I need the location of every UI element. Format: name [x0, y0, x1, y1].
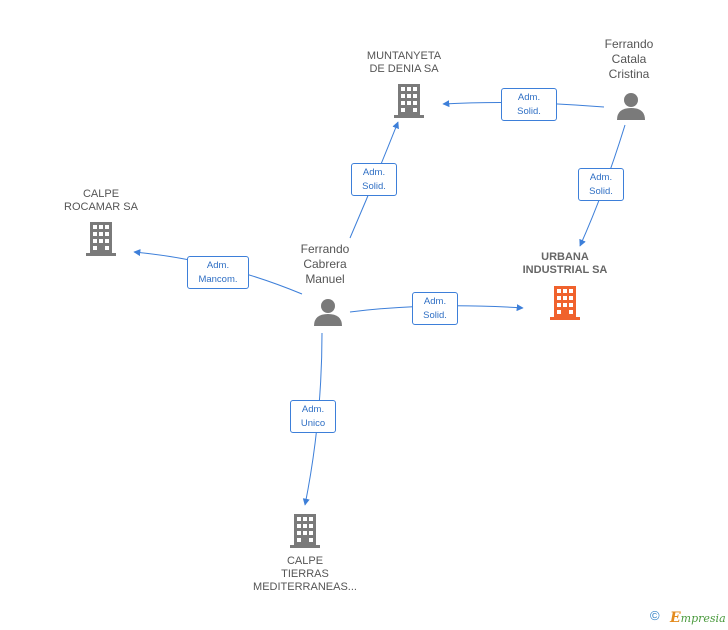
- label-line: MEDITERRANEAS...: [253, 581, 357, 593]
- brand-logo[interactable]: Empresia: [670, 610, 726, 626]
- edge-label-cabrera-rocamar[interactable]: Adm. Mancom.: [187, 256, 249, 289]
- label-line: TIERRAS: [281, 568, 329, 580]
- label-line: URBANA: [541, 251, 589, 263]
- label-line: Ferrando: [300, 242, 350, 256]
- label-line: DE DENIA SA: [369, 63, 439, 75]
- building-icon[interactable]: [394, 84, 424, 118]
- node-label-ferrando-catala[interactable]: Ferrando Catala Cristina: [579, 37, 679, 82]
- label-line: ROCAMAR SA: [64, 201, 138, 213]
- edge-label-line: Unico: [300, 418, 326, 429]
- edge-label-line: Mancom.: [198, 274, 238, 285]
- label-line: CALPE: [82, 188, 120, 200]
- edge-label-line: Adm.: [423, 296, 447, 307]
- person-icon[interactable]: [313, 297, 343, 327]
- copyright-symbol: ©: [650, 608, 660, 623]
- label-line: Catala: [611, 52, 647, 66]
- node-label-ferrando-cabrera[interactable]: Ferrando Cabrera Manuel: [275, 242, 375, 287]
- building-icon[interactable]: [86, 222, 116, 256]
- label-line: CALPE: [286, 555, 324, 567]
- person-icon[interactable]: [616, 91, 646, 121]
- edge-label-line: Solid.: [362, 181, 386, 192]
- edge-label-cabrera-tierras[interactable]: Adm. Unico: [290, 400, 336, 433]
- edge-label-line: Solid.: [517, 106, 541, 117]
- label-line: Ferrando: [604, 37, 654, 51]
- edge-label-catala-muntanyeta[interactable]: Adm. Solid.: [501, 88, 557, 121]
- edge-label-line: Solid.: [423, 310, 447, 321]
- building-icon[interactable]: [290, 514, 320, 548]
- label-line: MUNTANYETA: [366, 50, 442, 62]
- edge-label-cabrera-muntanyeta[interactable]: Adm. Solid.: [351, 163, 397, 196]
- node-label-calpe-rocamar[interactable]: CALPE ROCAMAR SA: [46, 188, 156, 214]
- node-label-muntanyeta[interactable]: MUNTANYETA DE DENIA SA: [344, 50, 464, 76]
- brand-name: mpresia: [680, 612, 726, 625]
- label-line: Cristina: [608, 67, 650, 81]
- label-line: Manuel: [305, 272, 345, 286]
- brand-initial: E: [670, 610, 681, 626]
- edge-label-line: Adm.: [206, 260, 230, 271]
- label-line: Cabrera: [303, 257, 347, 271]
- node-label-urbana[interactable]: URBANA INDUSTRIAL SA: [500, 251, 630, 277]
- building-icon[interactable]: [550, 286, 580, 320]
- edge-label-catala-urbana[interactable]: Adm. Solid.: [578, 168, 624, 201]
- edge-label-line: Adm.: [362, 167, 386, 178]
- edge-label-cabrera-urbana[interactable]: Adm. Solid.: [412, 292, 458, 325]
- edge-label-line: Adm.: [589, 172, 613, 183]
- node-label-calpe-tierras[interactable]: CALPE TIERRAS MEDITERRANEAS...: [240, 555, 370, 594]
- edge-label-line: Solid.: [589, 186, 613, 197]
- edge-label-line: Adm.: [517, 92, 541, 103]
- edge-label-line: Adm.: [301, 404, 325, 415]
- label-line: INDUSTRIAL SA: [522, 264, 608, 276]
